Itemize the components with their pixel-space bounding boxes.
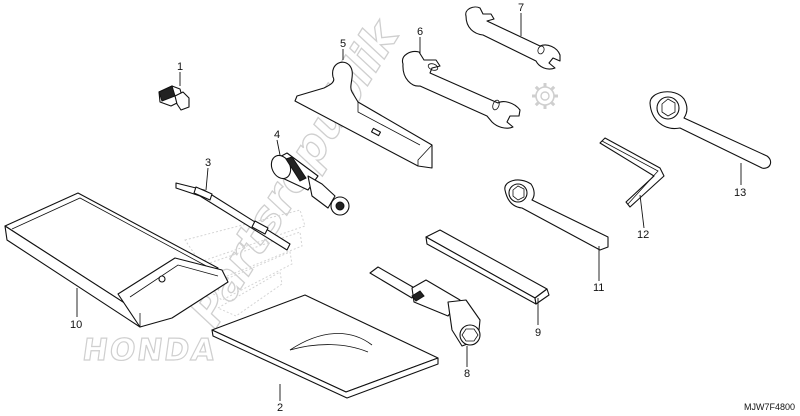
leader-lines <box>76 13 742 401</box>
callout-5: 5 <box>340 38 346 50</box>
part-8-socket-wrench <box>369 266 481 347</box>
drawing-code: MJW7F4800 <box>744 402 795 412</box>
callout-9: 9 <box>535 327 541 339</box>
part-12-hex-key <box>599 137 665 208</box>
callout-7: 7 <box>518 2 524 14</box>
callout-10: 10 <box>70 319 82 331</box>
part-5-pin-spanner <box>294 61 433 169</box>
part-11-ring-spanner <box>504 179 609 251</box>
callout-8: 8 <box>464 368 470 380</box>
part-6-wrench <box>401 51 521 129</box>
callout-1: 1 <box>177 61 183 73</box>
callout-13: 13 <box>734 187 746 199</box>
part-1-clip <box>158 85 190 111</box>
part-3-screwdriver <box>175 182 291 251</box>
callout-11: 11 <box>593 282 604 294</box>
callouts: 1 2 3 4 5 6 7 8 9 10 11 12 13 <box>70 2 746 414</box>
callout-4: 4 <box>274 129 280 141</box>
part-7-small-wrench <box>465 6 561 70</box>
callout-2: 2 <box>277 402 283 414</box>
callout-3: 3 <box>205 157 211 169</box>
part-9-flat-bar <box>425 229 550 305</box>
part-10-tool-bag <box>4 192 229 328</box>
part-13-ring-wrench <box>649 91 772 169</box>
callout-12: 12 <box>637 229 649 241</box>
part-4-handle <box>270 152 350 216</box>
gear-watermark-icon <box>532 83 558 109</box>
callout-6: 6 <box>417 26 423 38</box>
honda-watermark-text: HONDA <box>80 333 219 368</box>
part-2-manual <box>211 294 439 399</box>
